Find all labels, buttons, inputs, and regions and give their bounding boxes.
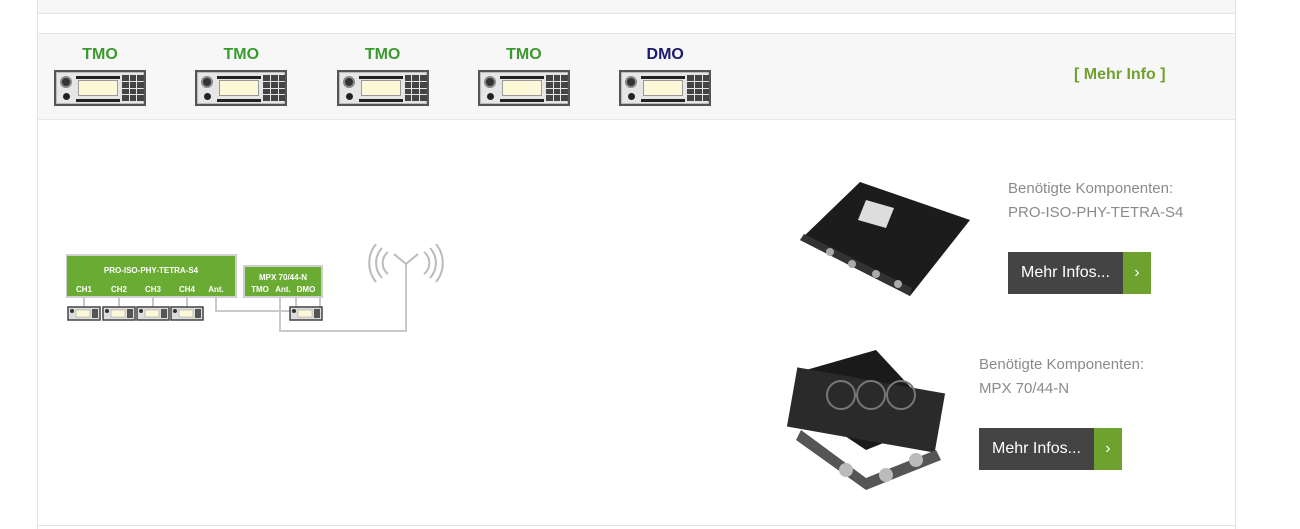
radio-device-icon — [477, 70, 570, 106]
radio-device-icon — [336, 70, 429, 106]
product-name: PRO-ISO-PHY-TETRA-S4 — [1008, 204, 1184, 221]
chevron-right-icon: › — [1093, 428, 1122, 470]
mode-label: TMO — [506, 46, 542, 63]
duplexer-port-label: DMO — [297, 285, 316, 294]
more-infos-button-1[interactable]: Mehr Infos... › — [1008, 252, 1151, 294]
more-info-link[interactable]: [ Mehr Info ] — [1074, 66, 1166, 83]
mini-radio-icon — [136, 306, 170, 321]
connection-diagram: PRO-ISO-PHY-TETRA-S4 CH1 CH2 CH3 CH4 Ant. MP… — [66, 244, 444, 332]
radio-mode-band: TMO TMO TMO TMO DMO [ Mehr Info ] — [38, 33, 1235, 120]
mini-radio-icon — [102, 306, 136, 321]
splitter-port-label: Ant. — [208, 285, 224, 294]
splitter-product-image — [800, 182, 970, 296]
duplexer-product-image — [786, 350, 946, 490]
product-info-1: Benötigte Komponenten: PRO-ISO-PHY-TETRA… — [1008, 177, 1183, 225]
product-heading: Benötigte Komponenten: — [1008, 180, 1174, 197]
splitter-port-label: CH1 — [76, 285, 93, 294]
top-band — [38, 0, 1235, 14]
duplexer-port-label: Ant. — [275, 285, 291, 294]
button-label: Mehr Infos... — [1021, 264, 1110, 281]
duplexer-label: MPX 70/44-N — [259, 273, 307, 282]
mini-radio-icon — [289, 306, 323, 321]
splitter-port-label: CH2 — [111, 285, 128, 294]
mode-label: TMO — [364, 46, 401, 63]
splitter-port-label: CH4 — [179, 285, 196, 294]
duplexer-port-label: TMO — [251, 285, 269, 294]
mode-label: DMO — [646, 46, 684, 63]
mode-label: TMO — [82, 46, 118, 63]
cables — [83, 264, 407, 332]
product-heading: Benötigte Komponenten: — [979, 356, 1145, 373]
splitter-label: PRO-ISO-PHY-TETRA-S4 — [104, 266, 199, 275]
chevron-right-icon: › — [1122, 252, 1151, 294]
mode-label: TMO — [223, 46, 260, 63]
antenna-icon — [368, 244, 444, 283]
mini-radio-icon — [67, 306, 101, 321]
radio-device-icon — [195, 70, 288, 106]
content-panel: TMO TMO TMO TMO DMO [ Mehr Info ] PRO-ISO-PH… — [37, 0, 1236, 529]
radio-device-icon — [619, 70, 712, 106]
more-infos-button-2[interactable]: Mehr Infos... › — [979, 428, 1122, 470]
mini-radio-icon — [170, 306, 204, 321]
product-info-2: Benötigte Komponenten: MPX 70/44-N — [979, 353, 1144, 401]
splitter-box — [66, 254, 237, 298]
splitter-port-label: CH3 — [145, 285, 162, 294]
divider — [38, 525, 1235, 526]
button-label: Mehr Infos... — [992, 440, 1081, 457]
duplexer-box — [243, 265, 323, 298]
radio-device-icon — [54, 70, 146, 106]
product-name: MPX 70/44-N — [979, 380, 1070, 397]
